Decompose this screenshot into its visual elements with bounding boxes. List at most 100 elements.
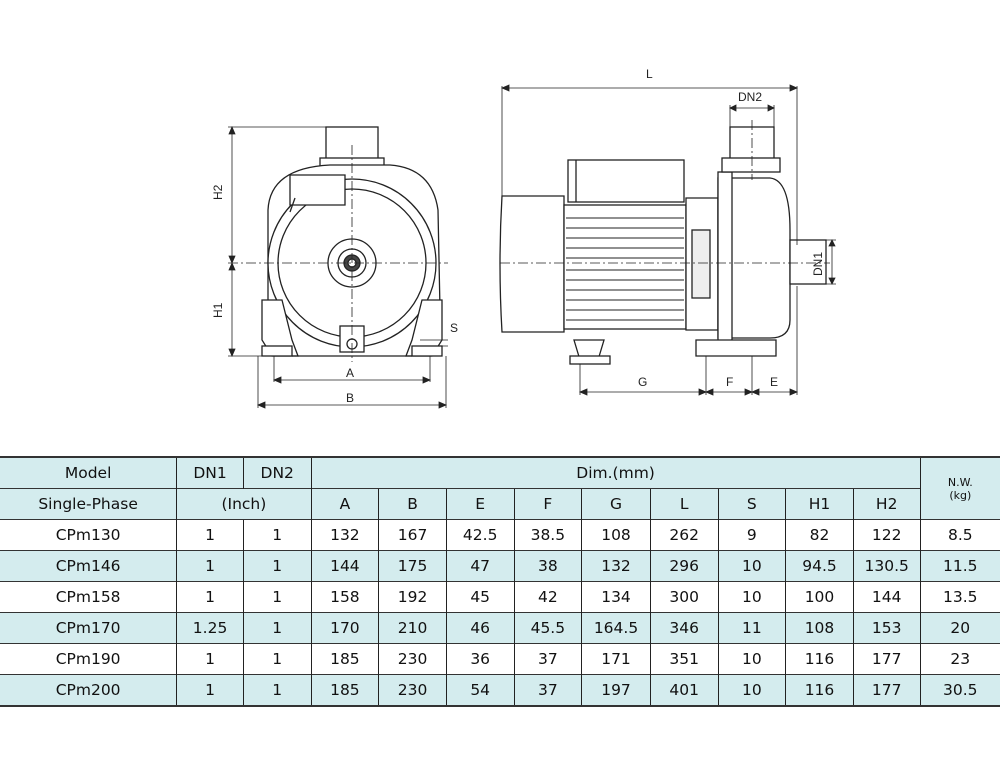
col-g-header: G (581, 488, 651, 520)
cell-f: 38.5 (513, 519, 582, 551)
cell-g: 108 (581, 519, 651, 551)
h2-label: H2 (211, 184, 225, 200)
b-label: B (346, 391, 354, 405)
cell-l: 262 (649, 519, 718, 551)
cell-f: 37 (513, 674, 582, 707)
cell-model: CPm130 (0, 519, 177, 551)
cell-dn2: 1 (242, 550, 312, 582)
cell-h1: 116 (785, 643, 854, 675)
cell-h1: 94.5 (785, 550, 854, 582)
e-label: E (770, 375, 778, 389)
cell-f: 38 (513, 550, 582, 582)
cell-f: 45.5 (513, 612, 582, 644)
l-label: L (646, 67, 653, 81)
cell-h1: 82 (785, 519, 854, 551)
a-label: A (346, 366, 354, 380)
cell-model: CPm200 (0, 674, 177, 707)
cell-model: CPm170 (0, 612, 177, 644)
dn2-header: DN2 (242, 456, 312, 489)
side-view (499, 120, 830, 365)
cell-b: 167 (378, 519, 447, 551)
nw-label: N.W. (947, 475, 973, 489)
cell-a: 170 (310, 612, 379, 644)
cell-s: 10 (717, 581, 786, 613)
cell-b: 175 (378, 550, 447, 582)
cell-e: 46 (445, 612, 515, 644)
cell-dn2: 1 (242, 612, 312, 644)
inch-header: (Inch) (176, 488, 312, 520)
cell-h2: 144 (852, 581, 921, 613)
cell-nw: 8.5 (919, 519, 1000, 551)
col-b-header: B (378, 488, 447, 520)
cell-h2: 130.5 (852, 550, 921, 582)
front-view (228, 126, 448, 362)
cell-s: 11 (717, 612, 786, 644)
cell-dn1: 1 (176, 674, 244, 707)
cell-h1: 116 (785, 674, 854, 707)
cell-model: CPm158 (0, 581, 177, 613)
col-s-header: S (717, 488, 786, 520)
col-f-header: F (513, 488, 582, 520)
cell-dn2: 1 (242, 674, 312, 707)
nw-header: N.W. (kg) (919, 456, 1000, 520)
cell-a: 185 (310, 643, 379, 675)
cell-h1: 100 (785, 581, 854, 613)
cell-h2: 177 (852, 674, 921, 707)
f-label: F (726, 375, 733, 389)
subheader-row: Single-Phase (Inch) A B E F G L S H1 H2 (0, 488, 1000, 520)
cell-e: 42.5 (445, 519, 515, 551)
cell-dn2: 1 (242, 519, 312, 551)
cell-model: CPm190 (0, 643, 177, 675)
cell-e: 47 (445, 550, 515, 582)
cell-a: 158 (310, 581, 379, 613)
cell-b: 192 (378, 581, 447, 613)
cell-a: 185 (310, 674, 379, 707)
pump-dimension-drawing: H2 H1 S A B (211, 67, 836, 409)
cell-e: 45 (445, 581, 515, 613)
side-dimensions (500, 84, 836, 396)
g-label: G (638, 375, 647, 389)
dn1-label: DN1 (811, 252, 825, 276)
col-h1-header: H1 (785, 488, 854, 520)
cell-dn1: 1 (176, 643, 244, 675)
cell-e: 36 (445, 643, 515, 675)
cell-nw: 30.5 (919, 674, 1000, 707)
cell-dn1: 1 (176, 519, 244, 551)
cell-b: 230 (378, 674, 447, 707)
cell-l: 401 (649, 674, 718, 707)
cell-h2: 177 (852, 643, 921, 675)
cell-a: 132 (310, 519, 379, 551)
front-dimensions (228, 125, 448, 409)
cell-g: 132 (581, 550, 651, 582)
cell-dn1: 1.25 (176, 612, 244, 644)
header-row: Model DN1 DN2 Dim.(mm) N.W. (kg) (0, 456, 1000, 520)
cell-f: 42 (513, 581, 582, 613)
cell-nw: 13.5 (919, 581, 1000, 613)
cell-h1: 108 (785, 612, 854, 644)
cell-dn2: 1 (242, 643, 312, 675)
cell-g: 134 (581, 581, 651, 613)
cell-g: 171 (581, 643, 651, 675)
cell-dn1: 1 (176, 581, 244, 613)
col-h2-header: H2 (852, 488, 921, 520)
col-e-header: E (445, 488, 515, 520)
cell-e: 54 (445, 674, 515, 707)
cell-g: 197 (581, 674, 651, 707)
cell-l: 346 (649, 612, 718, 644)
s-label: S (450, 321, 458, 335)
cell-dn1: 1 (176, 550, 244, 582)
cell-dn2: 1 (242, 581, 312, 613)
cell-l: 300 (649, 581, 718, 613)
cell-nw: 11.5 (919, 550, 1000, 582)
cell-f: 37 (513, 643, 582, 675)
cell-model: CPm146 (0, 550, 177, 582)
cell-b: 230 (378, 643, 447, 675)
cell-h2: 122 (852, 519, 921, 551)
